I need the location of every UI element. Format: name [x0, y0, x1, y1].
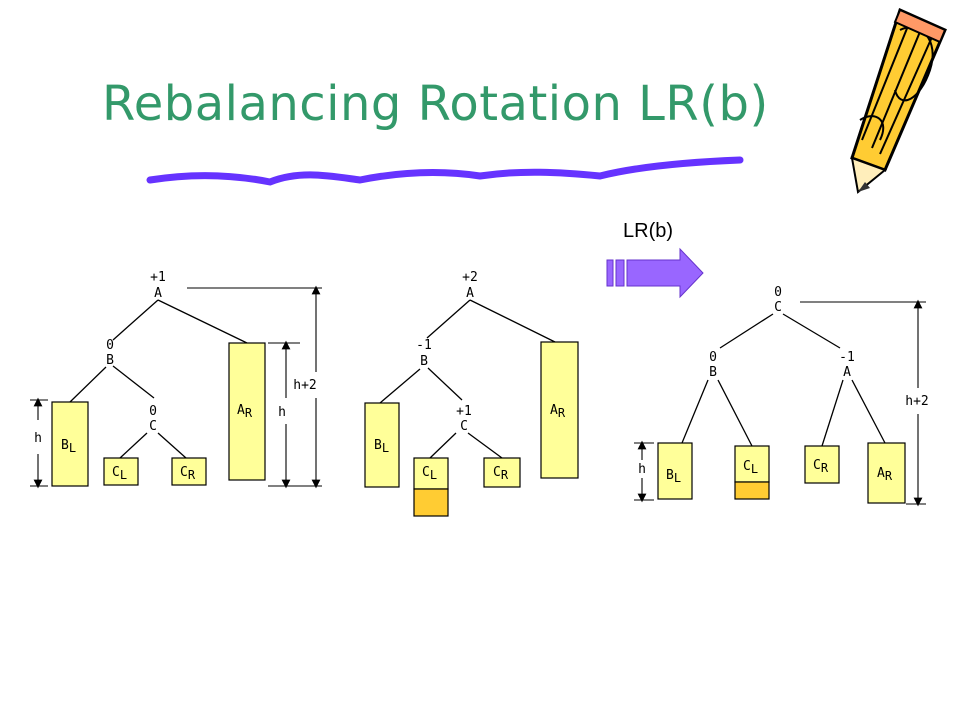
t2-node-C-balance: +1 — [456, 404, 472, 419]
pencil-icon — [850, 7, 947, 194]
t1-height-right-outer: h+2 — [293, 378, 316, 393]
t3-subtree-CL-label: CL — [743, 459, 758, 476]
right-arrow-icon — [606, 247, 704, 299]
t2-subtree-CR-label: CR — [493, 465, 509, 482]
t1-node-B-name: B — [106, 353, 114, 368]
t3-node-C-name: C — [774, 300, 782, 315]
t1-subtree-AR-box — [228, 342, 266, 481]
t1-subtree-BL-box — [51, 401, 89, 487]
t1-subtree-CR-label: CR — [180, 465, 196, 482]
t2-node-B-name: B — [420, 354, 428, 369]
rotation-label: LR(b) — [623, 220, 674, 242]
subtree-boxes — [51, 341, 906, 517]
t1-subtree-CR-box — [171, 457, 207, 486]
t1-subtree-BL-label: BL — [61, 438, 76, 455]
t2-subtree-CL-label: CL — [422, 465, 437, 482]
t1-subtree-CL-label: CL — [112, 465, 127, 482]
t2-node-B-balance: -1 — [416, 338, 432, 353]
tree1: +1 A 0 B 0 C BL CL CR AR h h h+2 — [34, 270, 317, 482]
t2-subtree-CR-box — [483, 457, 521, 488]
t2-subtree-CL-box — [413, 457, 449, 490]
t2-node-C-name: C — [460, 419, 468, 434]
t3-node-B-balance: 0 — [709, 350, 717, 365]
t2-subtree-BL-box — [364, 402, 400, 488]
t1-height-left: h — [34, 431, 42, 446]
t3-height-right: h+2 — [905, 394, 928, 409]
tree3: 0 C 0 B -1 A BL CL CR AR h h+2 — [638, 285, 929, 485]
slide-title: Rebalancing Rotation LR(b) — [102, 76, 769, 132]
t1-subtree-AR-label: AR — [237, 403, 253, 420]
t3-subtree-CL-box — [734, 445, 770, 483]
t2-node-A-balance: +2 — [462, 270, 478, 285]
t3-subtree-AR-label: AR — [877, 466, 893, 483]
t2-inserted-box — [413, 488, 449, 517]
t1-node-A-name: A — [154, 286, 162, 301]
t3-inserted-box — [734, 481, 770, 500]
t3-node-C-balance: 0 — [774, 285, 782, 300]
t3-subtree-CR-box — [804, 445, 840, 484]
t1-node-C-balance: 0 — [149, 404, 157, 419]
t3-node-A-balance: -1 — [839, 350, 855, 365]
t3-subtree-BL-label: BL — [666, 468, 681, 485]
tree2: +2 A -1 B +1 C BL CL CR AR — [374, 270, 566, 482]
t1-node-C-name: C — [149, 419, 157, 434]
t3-height-left: h — [638, 462, 646, 477]
t2-subtree-BL-label: BL — [374, 438, 389, 455]
t3-node-A-name: A — [843, 365, 851, 380]
t1-height-right-inner: h — [278, 405, 286, 420]
t2-subtree-AR-box — [540, 341, 579, 479]
scribble-underline-icon — [146, 156, 744, 186]
t3-subtree-CR-label: CR — [813, 458, 829, 475]
t1-node-A-balance: +1 — [150, 270, 166, 285]
height-guides — [30, 285, 926, 507]
t2-subtree-AR-label: AR — [550, 403, 566, 420]
tree-edges — [69, 299, 886, 459]
t1-subtree-CL-box — [103, 457, 139, 486]
t3-subtree-AR-box — [867, 442, 906, 504]
t2-node-A-name: A — [466, 286, 474, 301]
t3-node-B-name: B — [709, 365, 717, 380]
t1-node-B-balance: 0 — [106, 338, 114, 353]
t3-subtree-BL-box — [657, 442, 693, 500]
